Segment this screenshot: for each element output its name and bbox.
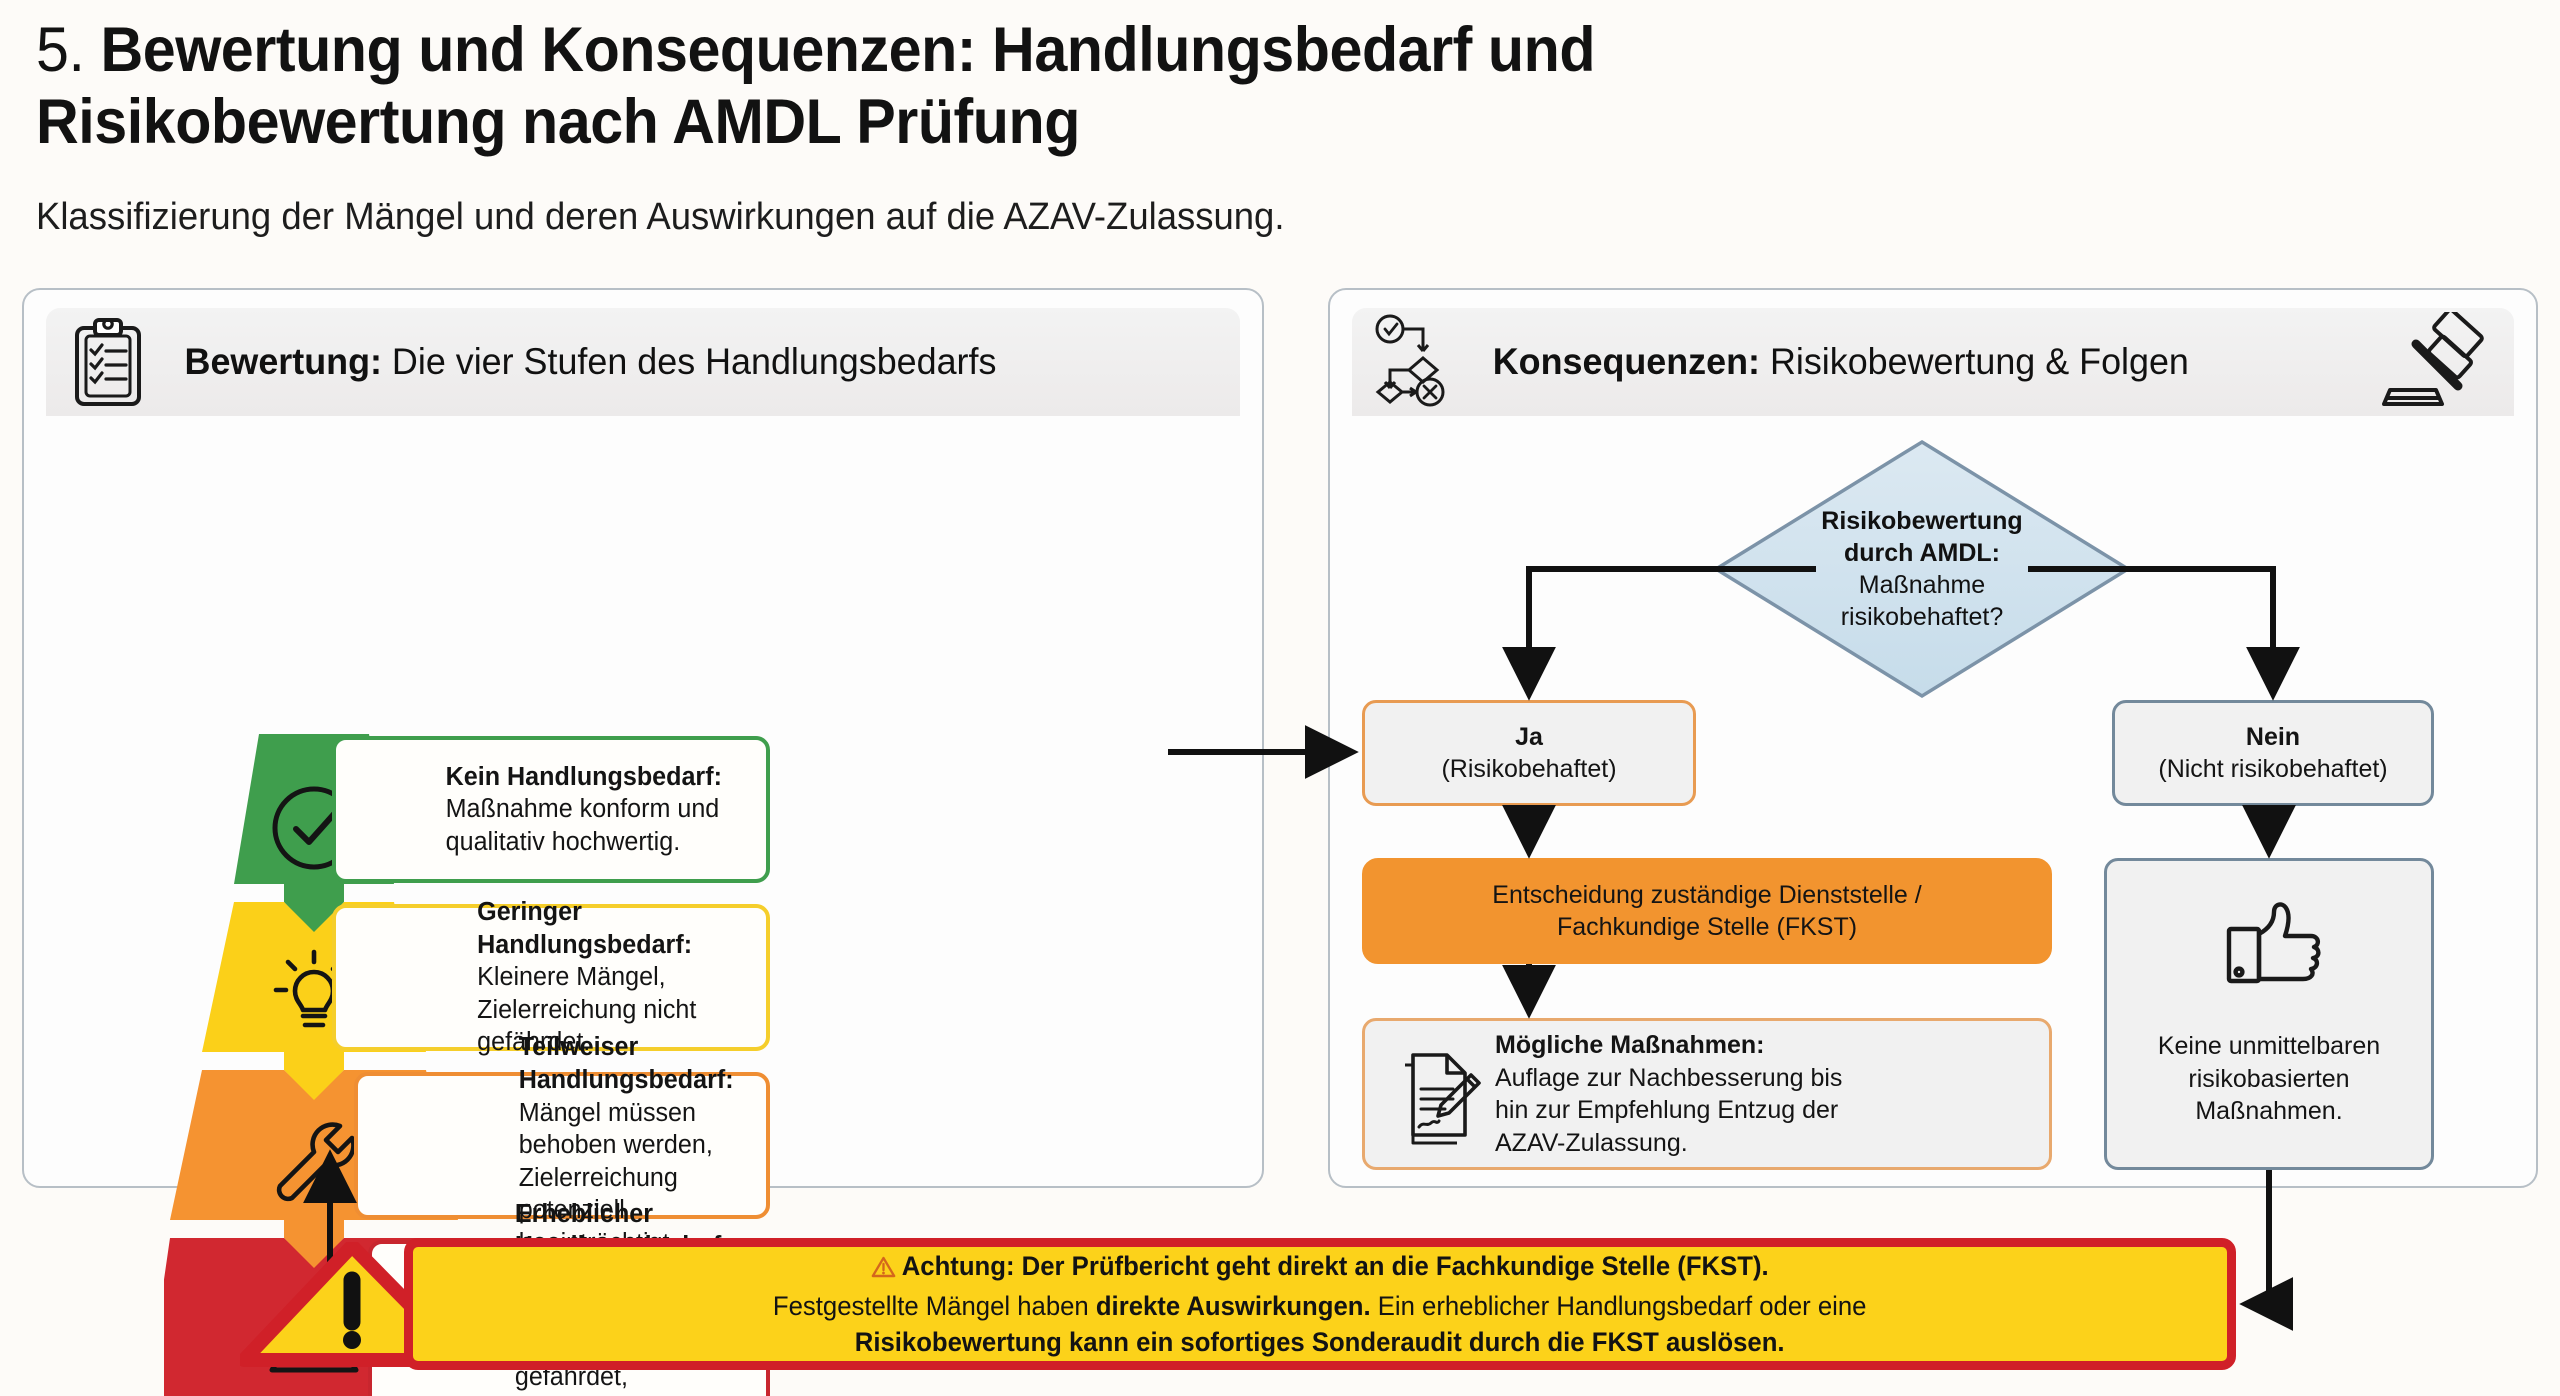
pyramid-tier-3-card: Teilweiser Handlungsbedarf: Mängel müsse… [354, 1033, 770, 1257]
entscheidung-line2: Fachkundige Stelle (FKST) [1556, 913, 1858, 941]
massnahmen-strong: Mögliche Maßnahmen: [1495, 1031, 1765, 1059]
branch-no-node[interactable]: Nein (Nicht risikobehaftet) [2112, 700, 2434, 806]
decision-line3: Maßnahme [1858, 571, 1986, 599]
branch-yes-sub: (Risikobehaftet) [1441, 755, 1617, 783]
pyramid-tier-2-desc: Kleinere Mängel, Zielerreichung nicht ge… [477, 963, 697, 1057]
panel-bewertung: Bewertung: Die vier Stufen des Handlungs… [22, 288, 1264, 1396]
keine-line3: Maßnahmen. [2195, 1097, 2343, 1126]
gavel-icon [2380, 307, 2496, 412]
decision-line1: Risikobewertung [1821, 507, 2023, 535]
pyramid-tier-3-text: Teilweiser Handlungsbedarf: Mängel müsse… [383, 1031, 745, 1259]
document-pencil-icon [1387, 1045, 1491, 1149]
panel-konsequenzen-title: Konsequenzen: Risikobewertung & Folgen [1493, 341, 2189, 383]
flowchart-icon [1372, 314, 1472, 410]
thumbs-up-icon [2215, 887, 2329, 991]
entscheidung-line1: Entscheidung zuständige Dienststelle / [1492, 880, 1922, 909]
banner-line1: Achtung: Der Prüfbericht geht direkt an … [902, 1250, 1769, 1281]
pyramid-tier-1-strong: Kein Handlungsbedarf: [445, 762, 722, 791]
pyramid-tier-2-text: Geringer Handlungsbedarf: Kleinere Mänge… [361, 896, 745, 1059]
page-title: 5. Bewertung und Konsequenzen: Handlungs… [36, 14, 2010, 159]
pyramid-tier-1-text: Kein Handlungsbedarf: Maßnahme konform u… [361, 761, 745, 859]
entscheidung-node[interactable]: Entscheidung zuständige Dienststelle / F… [1362, 858, 2052, 964]
pyramid-tier-1-card: Kein Handlungsbedarf: Maßnahme konform u… [332, 736, 770, 883]
branch-yes-label: Ja [1515, 722, 1543, 751]
decision-line4: risikobehaftet? [1840, 603, 2004, 631]
page-subtitle: Klassifizierung der Mängel und deren Aus… [36, 196, 1285, 238]
banner-line2-b: Ein erheblicher Handlungsbedarf oder ein… [1370, 1290, 1867, 1321]
panel-bewertung-header: Bewertung: Die vier Stufen des Handlungs… [46, 308, 1240, 416]
decision-diamond[interactable]: Risikobewertung durch AMDL: Maßnahme ris… [1712, 438, 2132, 700]
massnahmen-line1: Auflage zur Nachbesserung bis [1495, 1063, 1843, 1092]
decision-line2: durch AMDL: [1843, 539, 2000, 567]
wrench-icon [262, 1116, 366, 1213]
banner-line3: Risikobewertung kann ein sofortiges Sond… [855, 1327, 1785, 1358]
banner-line2-a: Festgestellte Mängel haben [773, 1290, 1097, 1321]
warning-banner-text: Achtung: Der Prüfbericht geht direkt an … [773, 1248, 1867, 1360]
clipboard-checklist-icon [70, 316, 146, 408]
warning-banner[interactable]: Achtung: Der Prüfbericht geht direkt an … [404, 1238, 2236, 1370]
branch-no-text: Nein (Nicht risikobehaftet) [2158, 721, 2387, 786]
keine-massnahmen-node[interactable]: Keine unmittelbaren risikobasierten Maßn… [2104, 858, 2434, 1170]
panel-bewertung-title-strong: Bewertung: [184, 341, 382, 382]
pyramid-tier-2-card: Geringer Handlungsbedarf: Kleinere Mänge… [332, 898, 770, 1056]
keine-line1: Keine unmittelbaren [2157, 1032, 2381, 1061]
branch-no-sub: (Nicht risikobehaftet) [2158, 755, 2388, 783]
branch-yes-node[interactable]: Ja (Risikobehaftet) [1362, 700, 1696, 806]
massnahmen-line3: AZAV-Zulassung. [1495, 1128, 1688, 1157]
entscheidung-text: Entscheidung zuständige Dienststelle / F… [1492, 879, 1921, 944]
decision-diamond-label: Risikobewertung durch AMDL: Maßnahme ris… [1712, 438, 2132, 700]
branch-no-label: Nein [2245, 722, 2301, 751]
banner-line2-bold: direkte Auswirkungen. [1096, 1290, 1371, 1321]
keine-massnahmen-text: Keine unmittelbaren risikobasierten Maßn… [2158, 1030, 2380, 1128]
massnahmen-line2: hin zur Empfehlung Entzug der [1495, 1096, 1839, 1124]
page-title-number: 5. [36, 15, 85, 85]
panel-konsequenzen-header: Konsequenzen: Risikobewertung & Folgen [1352, 307, 2514, 416]
panel-konsequenzen-title-strong: Konsequenzen: [1492, 341, 1760, 382]
pyramid-tier-1-desc: Maßnahme konform und qualitativ hochwert… [445, 795, 720, 856]
massnahmen-text: Mögliche Maßnahmen: Auflage zur Nachbess… [1495, 1029, 1842, 1159]
page-title-text: Bewertung und Konsequenzen: Handlungsbed… [36, 15, 1596, 158]
panel-bewertung-title-rest: Die vier Stufen des Handlungsbedarfs [381, 341, 997, 382]
massnahmen-node[interactable]: Mögliche Maßnahmen: Auflage zur Nachbess… [1362, 1018, 2052, 1170]
branch-yes-text: Ja (Risikobehaftet) [1441, 721, 1616, 786]
panel-bewertung-title: Bewertung: Die vier Stufen des Handlungs… [185, 341, 997, 383]
handlungsbedarf-pyramid: Kein Handlungsbedarf: Maßnahme konform u… [164, 734, 794, 1396]
pyramid-tier-3-strong: Teilweiser Handlungsbedarf: [518, 1033, 734, 1094]
pyramid-tier-2-strong: Geringer Handlungsbedarf: [477, 897, 693, 959]
panel-konsequenzen-title-rest: Risikobewertung & Folgen [1759, 341, 2189, 382]
keine-line2: risikobasierten [2188, 1064, 2350, 1093]
warning-triangle-small-icon [871, 1252, 896, 1288]
